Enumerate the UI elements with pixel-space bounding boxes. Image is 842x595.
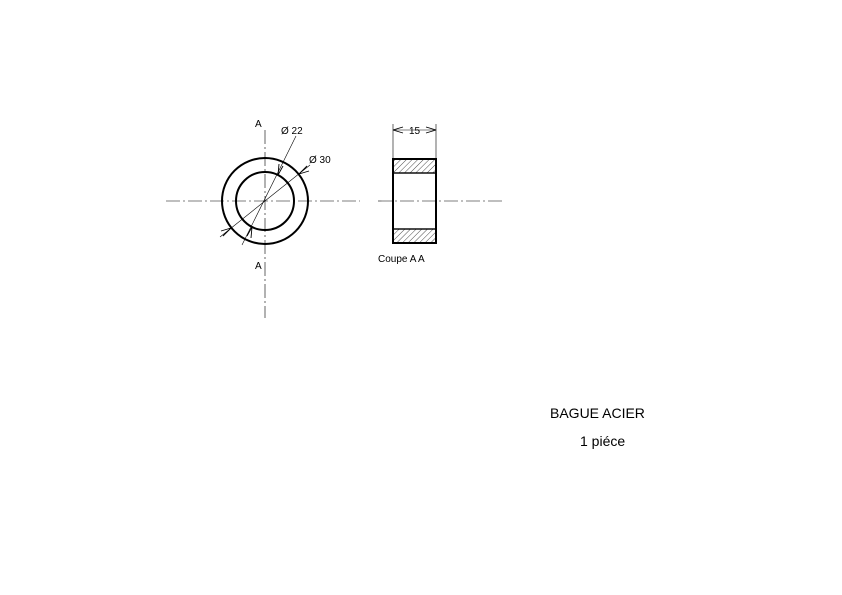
- outer-diameter-leader: [219, 164, 311, 238]
- arrow-outer-bottom: [220, 227, 232, 237]
- hatched-wall-bottom: [392, 228, 437, 244]
- arrow-inner-top: [277, 163, 284, 176]
- front-view: A A Ø 22 Ø 30: [166, 119, 360, 318]
- inner-diameter-leader: [241, 135, 297, 246]
- section-label-top: A: [255, 119, 262, 130]
- inner-diameter-label: Ø 22: [281, 126, 303, 137]
- arrow-width-left: [392, 126, 404, 134]
- width-dimension-label: 15: [409, 126, 421, 137]
- section-caption: Coupe A A: [378, 254, 425, 265]
- outer-circle: [221, 157, 309, 245]
- outer-diameter-label: Ø 30: [309, 155, 331, 166]
- section-view: 15 Coupe A A: [378, 124, 502, 265]
- part-name: BAGUE ACIER: [550, 405, 645, 421]
- section-label-bottom: A: [255, 261, 262, 272]
- inner-circle: [235, 171, 295, 231]
- arrow-width-right: [425, 126, 437, 134]
- arrow-inner-bottom: [246, 226, 253, 239]
- hatched-wall-top: [392, 158, 437, 174]
- quantity: 1 piéce: [580, 433, 626, 449]
- arrow-outer-top: [298, 165, 310, 175]
